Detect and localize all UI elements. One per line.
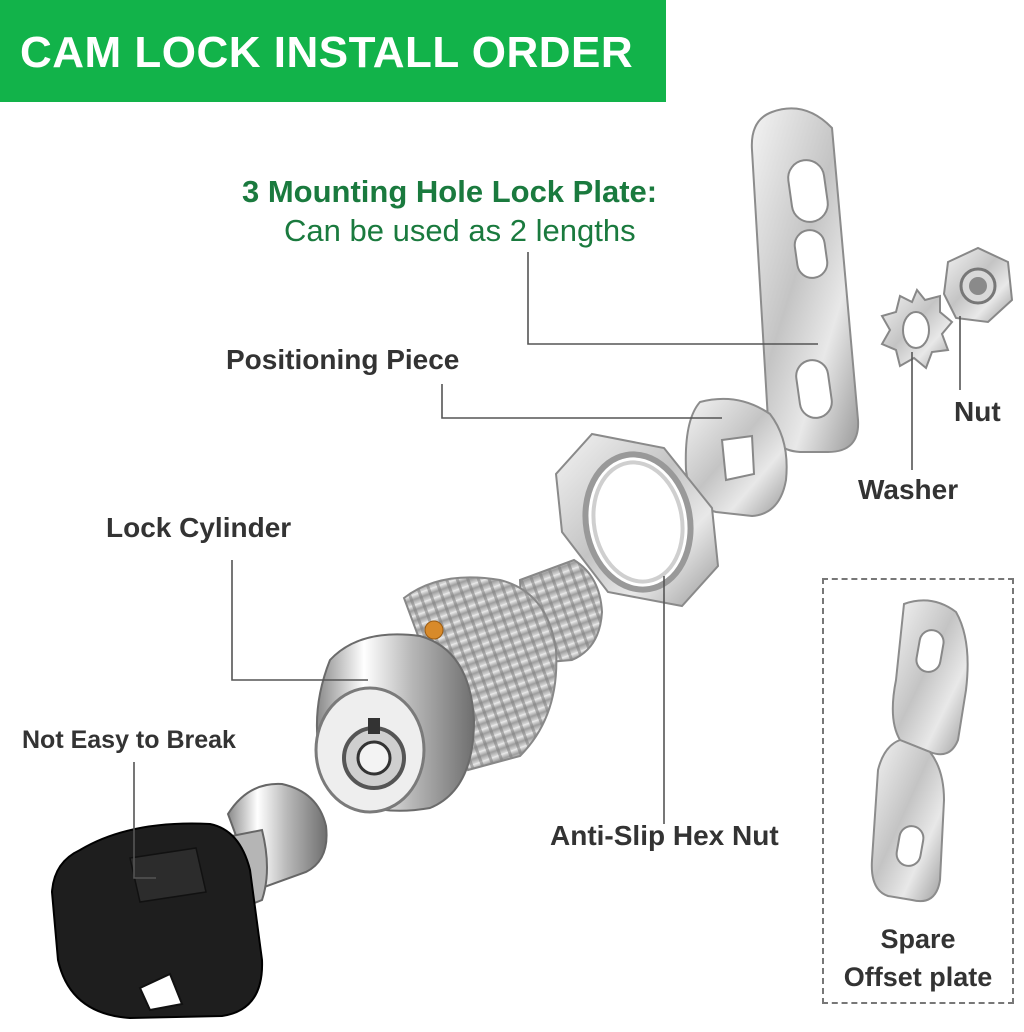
leader-not-easy-to-break: [133, 762, 156, 879]
spare-label-line1: Spare: [880, 924, 956, 954]
leader-positioning-piece: [441, 384, 722, 419]
not-easy-to-break-label: Not Easy to Break: [22, 726, 236, 754]
hex-nut-image: [554, 432, 720, 608]
nut-label: Nut: [954, 396, 1001, 427]
lock-cylinder-image: [314, 558, 604, 814]
lock-plate-subtitle: Can be used as 2 lengths: [284, 213, 636, 248]
offset-plate-image: [870, 599, 969, 902]
leader-lock-cylinder: [231, 560, 368, 681]
lock-cylinder-label: Lock Cylinder: [106, 512, 292, 543]
positioning-piece-image: [684, 397, 788, 518]
positioning-piece-label: Positioning Piece: [226, 344, 460, 375]
washer-image: [880, 288, 954, 370]
spare-offset-plate-box: [822, 578, 1014, 1004]
title-banner: CAM LOCK INSTALL ORDER: [0, 0, 666, 102]
page-title: CAM LOCK INSTALL ORDER: [20, 28, 634, 77]
leader-lock-plate: [527, 252, 818, 345]
lock-plate-title: 3 Mounting Hole Lock Plate:: [242, 174, 658, 209]
lock-plate-image: [750, 107, 860, 453]
washer-label: Washer: [858, 474, 959, 505]
nut-image: [942, 246, 1014, 324]
anti-slip-hex-nut-label: Anti-Slip Hex Nut: [550, 820, 779, 851]
key-image: [50, 782, 328, 1020]
spare-label-line2: Offset plate: [843, 962, 993, 992]
leader-lines: [133, 252, 961, 879]
